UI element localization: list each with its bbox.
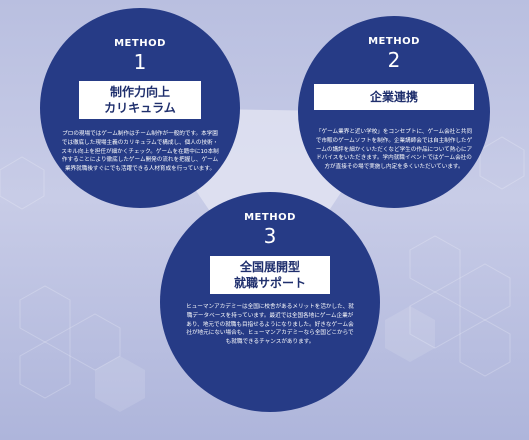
method-1-title-line-2: カリキュラム <box>104 101 176 115</box>
method-3-description: ヒューマンアカデミーは全国に校舎があるメリットを活かした、就職データベースを持っ… <box>186 304 354 346</box>
method-3-circle: METHOD 3 全国展開型 就職サポート ヒューマンアカデミーは全国に校舎があ… <box>160 192 380 412</box>
method-1-number: 1 <box>133 50 147 74</box>
method-1-title-line-1: 制作力向上 <box>109 85 170 99</box>
method-1-description: プロの現場ではゲーム制作はチーム制作が一般的です。本学園では徹底した現場主義のカ… <box>61 131 219 173</box>
method-3-number: 3 <box>263 224 277 248</box>
method-2-title-line-1: 企業連携 <box>369 90 418 104</box>
method-1-title: 制作力向上 カリキュラム <box>79 81 201 119</box>
method-2-label: METHOD <box>368 36 420 47</box>
method-2-description: 「ゲーム業界と近い学校」をコンセプトに、ゲーム会社と共同で市販のゲームソフトを制… <box>315 129 473 171</box>
method-2-title: 企業連携 <box>314 84 474 110</box>
method-3-title-line-1: 全国展開型 <box>239 260 300 274</box>
method-1-label: METHOD <box>114 38 166 49</box>
method-3-title-line-2: 就職サポート <box>233 276 306 290</box>
method-2-number: 2 <box>387 48 401 72</box>
method-3-label: METHOD <box>244 212 296 223</box>
method-3-title: 全国展開型 就職サポート <box>210 256 330 294</box>
method-2-circle: METHOD 2 企業連携 「ゲーム業界と近い学校」をコンセプトに、ゲーム会社と… <box>298 16 490 208</box>
method-1-circle: METHOD 1 制作力向上 カリキュラム プロの現場ではゲーム制作はチーム制作… <box>40 8 240 208</box>
